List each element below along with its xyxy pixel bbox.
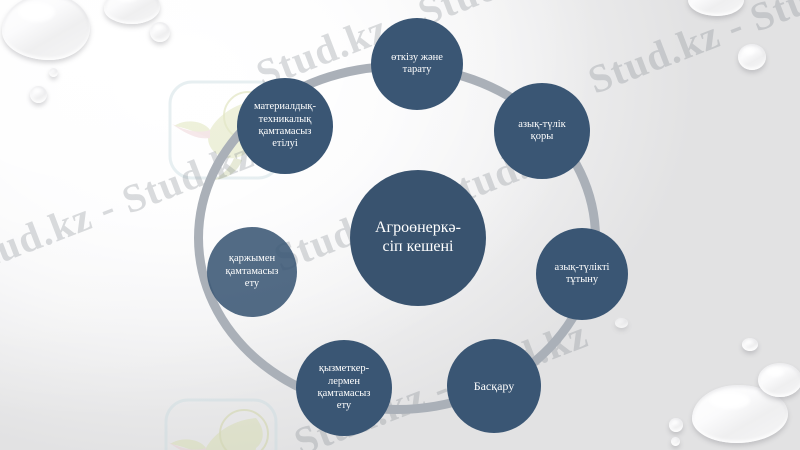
water-droplet: [671, 437, 680, 446]
cycle-node-label: өткізу және тарату: [391, 51, 443, 75]
water-droplet: [2, 0, 90, 60]
water-droplet: [669, 418, 683, 432]
water-droplet: [758, 363, 800, 397]
cycle-node-label: азық-түлік қоры: [518, 118, 566, 142]
water-droplet: [30, 86, 47, 103]
cycle-node-label: материалдық- техникалық қамтамасыз етілу…: [253, 101, 317, 150]
cycle-node-azyq-tulik-qory[interactable]: азық-түлік қоры: [494, 83, 590, 179]
cycle-center-label: Агроөнеркә- сіп кешені: [375, 219, 461, 255]
water-droplet: [742, 338, 758, 351]
cycle-node-materialdyq-tehnikalyq-qamtamasyz-etilui[interactable]: материалдық- техникалық қамтамасыз етілу…: [237, 78, 333, 174]
water-droplet: [738, 44, 766, 70]
cycle-node-label: Басқару: [473, 378, 515, 393]
cycle-node-qyzmetkerlermen-qamtamasyz-etu[interactable]: қызметкер- лермен қамтамасыз ету: [296, 340, 392, 436]
water-droplet: [692, 385, 788, 443]
watermark-text: Stud.kz - Stud.kz: [581, 0, 800, 103]
water-droplet: [688, 0, 744, 16]
cycle-node-azyq-tulikti-tutynu[interactable]: азық-түлікті тұтыну: [536, 228, 628, 320]
cycle-node-label: азық-түлікті тұтыну: [554, 261, 610, 285]
cycle-center-node[interactable]: Агроөнеркә- сіп кешені: [350, 170, 486, 306]
cycle-node-basqaru[interactable]: Басқару: [447, 339, 541, 433]
cycle-node-label: қызметкер- лермен қамтамасыз ету: [317, 363, 371, 412]
hummingbird-logo: [164, 398, 278, 450]
water-droplet: [615, 318, 628, 328]
water-droplet: [150, 22, 170, 42]
water-droplet: [104, 0, 160, 24]
cycle-node-label: қаржымен қамтамасыз ету: [225, 253, 279, 290]
water-droplet: [49, 68, 58, 77]
cycle-node-otkizu-zhane-taratu[interactable]: өткізу және тарату: [371, 18, 463, 110]
cycle-node-qarzhymen-qamtamasyz-etu[interactable]: қаржымен қамтамасыз ету: [207, 227, 297, 317]
